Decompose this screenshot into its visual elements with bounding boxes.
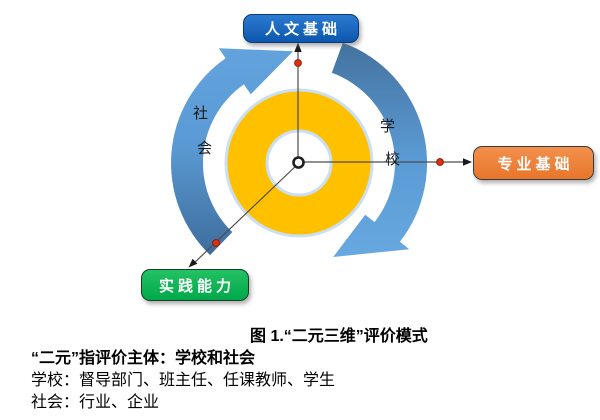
axis-arrow-diagonal-icon	[188, 258, 198, 268]
note-line-1: “二元”指评价主体：学校和社会	[31, 350, 256, 367]
axis-arrowheads	[188, 42, 472, 268]
node-label: 实践能力	[158, 277, 235, 295]
note-line-3: 社会：行业、企业	[31, 394, 160, 411]
ring-label-school-char-2: 校	[385, 151, 401, 168]
hub-point	[292, 156, 305, 169]
axis-diagonal	[191, 162, 300, 266]
cycle-arrow-left-icon	[171, 48, 294, 256]
node-professional-foundation: 专业基础	[473, 146, 594, 180]
axis-arrow-right-icon	[463, 158, 472, 166]
axis-arrow-up-icon	[294, 42, 302, 52]
figure-caption: 图 1.“二元三维”评价模式	[250, 328, 428, 345]
level-markers	[212, 59, 444, 247]
note-line-2: 学校：督导部门、班主任、任课教师、学生	[31, 372, 336, 389]
node-humanities-foundation: 人文基础	[243, 14, 359, 43]
node-label: 专业基础	[497, 155, 574, 173]
marker-right	[436, 158, 444, 166]
ring-label-society-char-2: 会	[197, 140, 213, 157]
cycle-arrow-right-icon	[331, 42, 428, 258]
marker-top	[294, 59, 302, 67]
ring-label-society-char-1: 社	[193, 105, 209, 122]
node-label: 人文基础	[264, 21, 341, 38]
node-practical-ability: 实践能力	[141, 269, 249, 301]
ring-label-school-char-1: 学	[380, 118, 396, 135]
marker-diagonal	[212, 239, 220, 247]
